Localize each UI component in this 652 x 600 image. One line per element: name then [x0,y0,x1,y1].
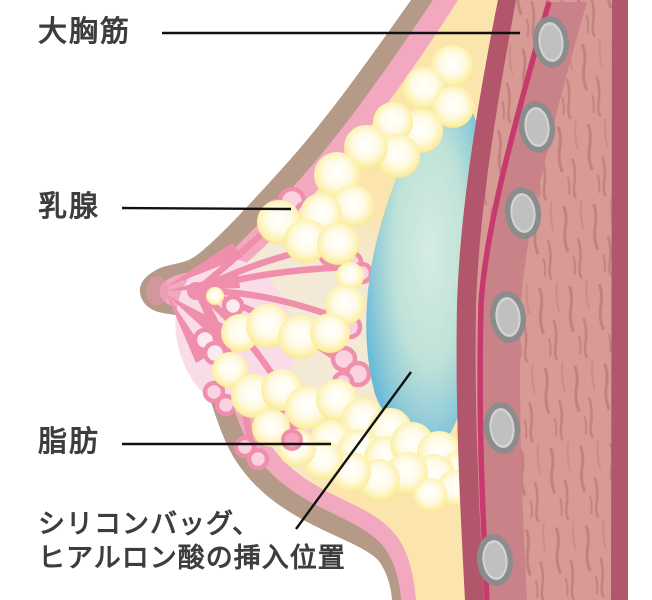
label-implant-line2: ヒアルロン酸の挿入位置 [38,543,346,574]
muscle-left-border [456,0,516,600]
label-mammary-gland: 乳腺 [38,189,101,223]
muscle-right-border [611,0,628,600]
gland-lobule-front [281,429,303,451]
leader-line-implant [295,371,412,530]
label-implant-line1: シリコンバッグ、 [38,509,261,540]
label-implant-position: シリコンバッグ、 ヒアルロン酸の挿入位置 [38,508,346,576]
label-fat: 脂肪 [38,424,101,458]
ribs-group [476,16,570,586]
muscle-accent-line [477,1,552,600]
leader-lines-group [121,31,520,530]
fat-globules-group [206,45,481,512]
leader-line-gland [121,206,292,211]
implant-shape [366,88,483,452]
gland-convergence [166,243,243,363]
muscle-group [456,0,628,600]
label-pectoralis-major: 大胸筋 [38,14,132,48]
nipple-shade [146,276,168,306]
